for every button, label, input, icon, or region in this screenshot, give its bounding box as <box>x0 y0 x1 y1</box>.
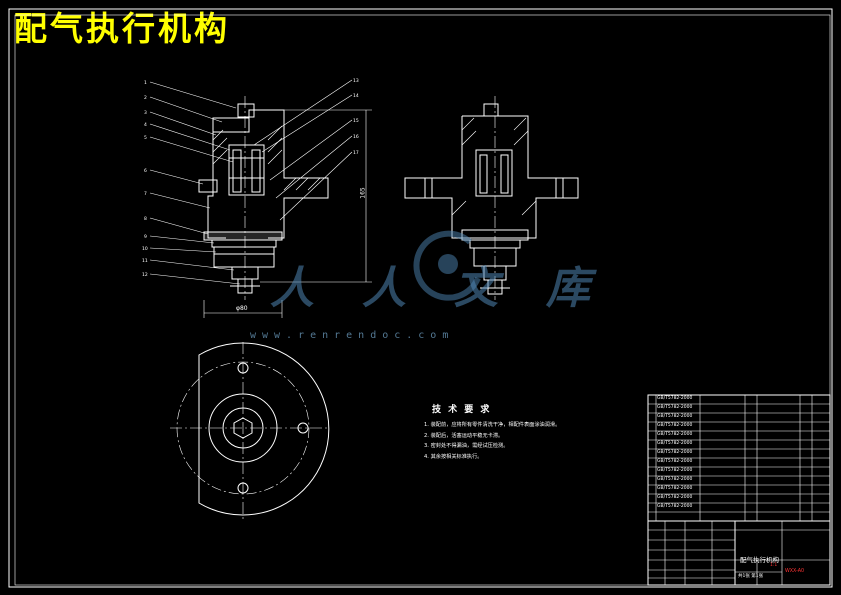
svg-text:8: 8 <box>144 216 147 222</box>
watermark-logo <box>413 230 481 301</box>
title-block-drawing-code: WXX-A0 <box>785 569 805 574</box>
svg-text:2: 2 <box>144 95 147 101</box>
parts-row: GB/T5782-2000 <box>657 504 693 509</box>
drawing-title: 配气执行机构 <box>14 9 230 48</box>
svg-text:17: 17 <box>353 150 359 156</box>
svg-text:4: 4 <box>144 122 147 128</box>
part-leaders-left <box>149 79 353 285</box>
watermark-brand: 人人文库 <box>270 263 638 314</box>
parts-row: GB/T5782-2000 <box>657 459 693 464</box>
parts-row: GB/T5782-2000 <box>657 495 693 500</box>
svg-text:14: 14 <box>353 93 359 99</box>
dimension-width: φ80 <box>236 305 248 312</box>
svg-text:9: 9 <box>144 234 147 240</box>
parts-row: GB/T5782-2000 <box>657 441 693 446</box>
svg-text:10: 10 <box>142 246 148 252</box>
svg-text:13: 13 <box>353 78 359 84</box>
tech-requirement-item: 3. 密封处不得漏油，需经试压检测。 <box>424 443 509 450</box>
title-block-scale: 1:1 <box>770 563 778 568</box>
parts-row: GB/T5782-2000 <box>657 396 693 401</box>
svg-text:5: 5 <box>144 135 147 141</box>
svg-text:12: 12 <box>142 272 148 278</box>
outer-frame <box>8 8 833 588</box>
tech-requirement-item: 2. 装配后，活塞运动平稳无卡滞。 <box>424 432 504 439</box>
parts-row: GB/T5782-2000 <box>657 423 693 428</box>
side-section-view <box>404 96 579 300</box>
tech-requirement-item: 4. 其余按相关标准执行。 <box>424 453 483 460</box>
dimension-height: 165 <box>359 187 367 199</box>
parts-row: GB/T5782-2000 <box>657 432 693 437</box>
svg-text:1: 1 <box>144 80 147 86</box>
svg-text:3: 3 <box>144 110 147 116</box>
front-section-view <box>198 96 329 300</box>
tech-requirements-heading: 技 术 要 求 <box>432 405 492 415</box>
parts-row: GB/T5782-2000 <box>657 486 693 491</box>
inner-frame <box>14 14 831 586</box>
title-block-drawing-name: 配气执行机构 <box>740 556 779 564</box>
svg-text:15: 15 <box>353 118 359 124</box>
title-block-sheet: 共1张 第1张 <box>738 574 764 579</box>
parts-row: GB/T5782-2000 <box>657 405 693 410</box>
dimension-lines <box>203 109 372 318</box>
svg-text:16: 16 <box>353 134 359 140</box>
parts-row: GB/T5782-2000 <box>657 450 693 455</box>
parts-row: GB/T5782-2000 <box>657 477 693 482</box>
watermark-url: www.renrendoc.com <box>250 330 455 341</box>
tech-requirements-list: 1. 装配前，应将所有零件清洗干净，相配件表面涂油润滑。 2. 装配后，活塞运动… <box>424 420 560 462</box>
svg-text:11: 11 <box>142 258 148 264</box>
tech-requirement-item: 1. 装配前，应将所有零件清洗干净，相配件表面涂油润滑。 <box>424 422 561 428</box>
title-block <box>647 394 831 586</box>
svg-text:7: 7 <box>144 191 147 197</box>
top-view <box>170 342 330 520</box>
parts-row: GB/T5782-2000 <box>657 468 693 473</box>
parts-row: GB/T5782-2000 <box>657 414 693 419</box>
svg-text:6: 6 <box>144 168 147 174</box>
